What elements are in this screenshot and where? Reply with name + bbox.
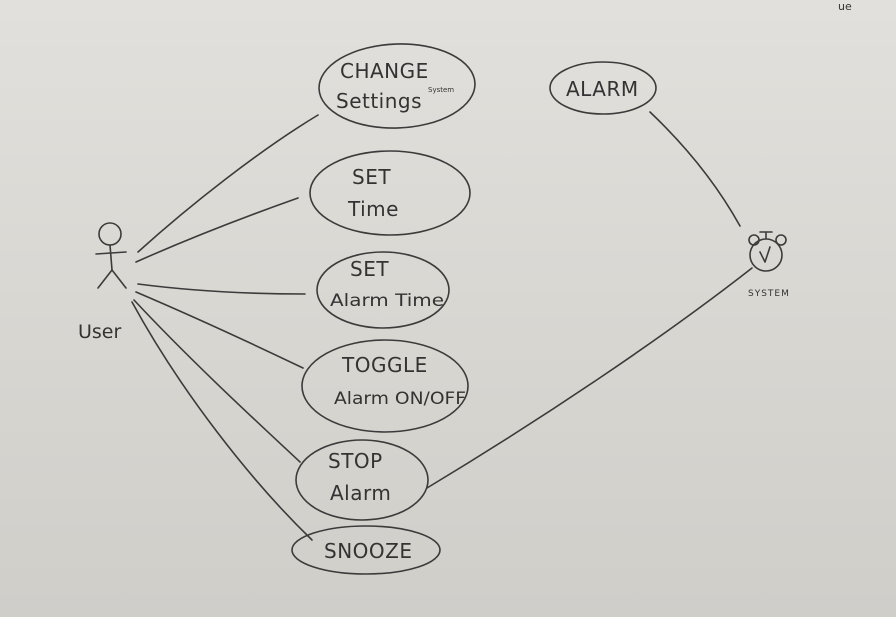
line-stop-alarm-system	[426, 267, 753, 489]
use-case-change-settings-superscript: System	[428, 86, 454, 94]
user-actor-legs	[97, 269, 127, 289]
use-case-alarm-line1: ALARM	[566, 77, 639, 101]
use-case-alarm-ellipse	[549, 61, 657, 115]
system-associations	[426, 111, 753, 489]
use-case-set-time-line1: SET	[352, 165, 391, 189]
use-case-stop-alarm-line1: STOP	[328, 449, 383, 473]
use-case-change-settings[interactable]: CHANGE Settings System	[318, 41, 477, 130]
use-case-set-time-ellipse	[309, 150, 471, 236]
use-case-change-settings-ellipse	[318, 43, 476, 129]
use-case-snooze-ellipse	[291, 525, 441, 575]
line-user-snooze	[131, 301, 313, 541]
system-actor-label: SYSTEM	[748, 289, 790, 299]
line-user-stop-alarm	[133, 299, 301, 463]
use-case-change-settings-line2: Settings	[336, 89, 422, 113]
user-actor-head	[98, 222, 122, 246]
user-actor-body	[109, 244, 113, 271]
use-case-set-time-line2: Time	[347, 197, 399, 221]
use-case-set-alarm-time-ellipse	[316, 251, 450, 329]
use-case-toggle-alarm-line2: Alarm ON/OFF	[334, 389, 466, 409]
use-case-snooze[interactable]: SNOOZE	[291, 525, 441, 575]
line-user-set-alarm-time	[137, 283, 306, 295]
alarm-clock-icon	[748, 231, 787, 272]
use-case-stop-alarm-line2: Alarm	[330, 481, 391, 505]
use-case-stop-alarm-ellipse	[295, 439, 429, 521]
system-actor: SYSTEM	[748, 231, 790, 299]
line-user-toggle-alarm	[135, 291, 304, 369]
use-case-toggle-alarm[interactable]: TOGGLE Alarm ON/OFF	[301, 339, 469, 433]
use-case-set-time[interactable]: SET Time	[309, 150, 471, 236]
use-case-set-alarm-time-line1: SET	[350, 257, 389, 281]
line-user-change-settings	[137, 114, 319, 253]
use-case-toggle-alarm-ellipse	[301, 339, 469, 433]
line-alarm-system	[649, 111, 741, 227]
use-case-set-alarm-time[interactable]: SET Alarm Time	[316, 251, 450, 329]
use-case-toggle-alarm-line1: TOGGLE	[341, 353, 428, 377]
user-associations	[131, 114, 319, 541]
use-case-set-alarm-time-line2: Alarm Time	[330, 291, 444, 311]
use-case-snooze-line1: SNOOZE	[324, 539, 412, 563]
user-actor-arms	[95, 251, 127, 255]
user-actor-label: User	[78, 321, 121, 343]
use-case-change-settings-line1: CHANGE	[340, 59, 429, 83]
user-actor: User	[78, 222, 127, 343]
use-case-alarm[interactable]: ALARM	[549, 61, 657, 115]
use-case-stop-alarm[interactable]: STOP Alarm	[295, 439, 429, 521]
corner-fragment-text: ue	[838, 0, 852, 13]
line-user-set-time	[135, 197, 299, 263]
